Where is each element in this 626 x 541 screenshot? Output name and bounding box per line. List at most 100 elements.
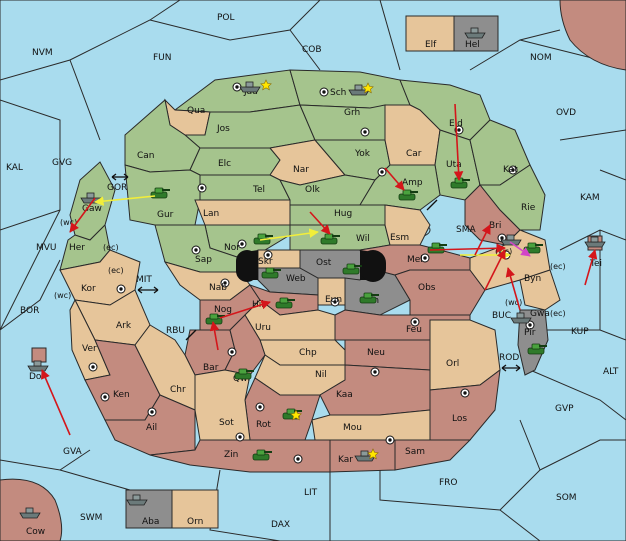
impassable-left bbox=[236, 250, 258, 282]
coast-kor-ec: (ec) bbox=[108, 266, 124, 275]
coast-gwa-wc: (wc) bbox=[505, 298, 522, 307]
label-nog: Nog bbox=[214, 305, 232, 315]
label-rie: Rie bbox=[521, 203, 536, 213]
label-kor: Kor bbox=[81, 284, 96, 294]
order-move-gva bbox=[41, 369, 71, 436]
label-chp: Chp bbox=[299, 348, 317, 358]
sea-label-fun: FUN bbox=[153, 53, 172, 63]
star-icon bbox=[367, 448, 379, 460]
province-sot[interactable] bbox=[194, 369, 251, 441]
star-icon bbox=[290, 409, 302, 421]
label-grh: Grh bbox=[344, 108, 360, 118]
label-orl: Orl bbox=[446, 359, 459, 369]
province-sam[interactable] bbox=[380, 439, 472, 471]
label-kar: Kar bbox=[338, 455, 353, 465]
coast-her-ec: (ec) bbox=[103, 243, 119, 252]
label-ver: Ver bbox=[82, 344, 97, 354]
order-move-obs bbox=[484, 249, 506, 291]
label-lan: Lan bbox=[203, 209, 219, 219]
province-ail[interactable] bbox=[104, 394, 196, 456]
label-pir: Pir bbox=[524, 328, 536, 338]
label-sam: Sam bbox=[405, 447, 425, 457]
label-feu: Feu bbox=[406, 325, 422, 335]
sea-label-buc: BUC bbox=[492, 311, 511, 321]
label-eun: Eun bbox=[325, 295, 342, 305]
sea-label-sma: SMA bbox=[456, 225, 476, 235]
sea-label-bor: BOR bbox=[20, 306, 39, 316]
label-cow: Cow bbox=[26, 527, 45, 537]
province-zin[interactable] bbox=[149, 439, 331, 473]
sea-label-ovd: OVD bbox=[556, 108, 576, 118]
province-con[interactable] bbox=[559, 0, 626, 71]
impassable-right bbox=[360, 250, 386, 282]
region-north bbox=[59, 69, 546, 273]
province-wil[interactable] bbox=[289, 224, 391, 251]
sea-label-rod: ROD bbox=[499, 353, 519, 363]
province-tel[interactable] bbox=[199, 174, 291, 201]
label-gwa: Gwa bbox=[530, 309, 550, 319]
province-dor[interactable] bbox=[31, 347, 47, 363]
label-skr: Skr bbox=[258, 257, 273, 267]
province-gwa[interactable] bbox=[519, 269, 561, 311]
label-hel: Hel bbox=[465, 40, 480, 50]
label-nor: Nor bbox=[224, 243, 240, 253]
label-dor: Dor bbox=[29, 372, 45, 382]
label-zin: Zin bbox=[224, 450, 238, 460]
label-sap: Sap bbox=[195, 255, 212, 265]
label-aba: Aba bbox=[142, 517, 159, 527]
sea-label-som: SOM bbox=[556, 493, 577, 503]
sea-label-gva: GVA bbox=[63, 447, 83, 457]
label-rot: Rot bbox=[256, 420, 271, 430]
province-orn[interactable] bbox=[171, 489, 219, 529]
sea-label-alt: ALT bbox=[603, 367, 619, 377]
label-mou: Mou bbox=[343, 423, 362, 433]
label-kat: Kat bbox=[503, 165, 518, 175]
sea-label-kam: KAM bbox=[580, 193, 600, 203]
label-olk: Olk bbox=[305, 185, 321, 195]
province-elf[interactable] bbox=[405, 15, 455, 52]
sea-label-nvm: NVM bbox=[32, 48, 53, 58]
sea-label-gvg: GVG bbox=[52, 158, 72, 168]
province-elc[interactable] bbox=[189, 147, 281, 176]
order-support-gur bbox=[94, 195, 156, 206]
label-bri: Bri bbox=[489, 221, 501, 231]
label-ost: Ost bbox=[316, 258, 332, 268]
label-nab: Nab bbox=[209, 283, 227, 293]
label-gur: Gur bbox=[157, 210, 174, 220]
adjacency-arrows bbox=[111, 173, 521, 372]
sea-label-lit: LIT bbox=[304, 488, 318, 498]
label-jos: Jos bbox=[216, 124, 230, 134]
label-esm: Esm bbox=[390, 233, 409, 243]
label-sch: Sch bbox=[330, 88, 346, 98]
label-web: Web bbox=[286, 274, 306, 284]
province-grh[interactable] bbox=[299, 104, 386, 141]
order-move-gwa bbox=[505, 267, 521, 311]
order-move-uta bbox=[453, 103, 464, 181]
order-convoy-bri bbox=[509, 241, 531, 257]
sea-label-pol: POL bbox=[217, 13, 235, 23]
sea-label-nom: NOM bbox=[530, 53, 552, 63]
sea-label-mit: MIT bbox=[136, 275, 152, 285]
sea-label-cob: COB bbox=[302, 45, 322, 55]
sea-label-gvp: GVP bbox=[555, 404, 574, 414]
label-hil: Hil bbox=[252, 300, 264, 310]
label-kaa: Kaa bbox=[336, 390, 353, 400]
sea-label-mvu: MVU bbox=[36, 243, 57, 253]
label-los: Los bbox=[452, 414, 467, 424]
label-uru: Uru bbox=[255, 323, 271, 333]
label-tei: Tei bbox=[589, 259, 602, 269]
label-mel: Mel bbox=[407, 255, 423, 265]
label-obs: Obs bbox=[418, 283, 436, 293]
order-move-hug bbox=[309, 211, 331, 235]
province-pir[interactable] bbox=[517, 309, 549, 376]
sea-label-gor: GOR bbox=[107, 183, 127, 193]
capture-stars bbox=[260, 79, 379, 460]
label-chr: Chr bbox=[170, 385, 186, 395]
label-tel: Tel bbox=[252, 185, 265, 195]
label-amp: Amp bbox=[402, 178, 423, 188]
order-arrows bbox=[41, 103, 598, 436]
label-her: Her bbox=[69, 243, 85, 253]
supply-centers bbox=[88, 82, 535, 464]
label-can: Can bbox=[137, 151, 155, 161]
